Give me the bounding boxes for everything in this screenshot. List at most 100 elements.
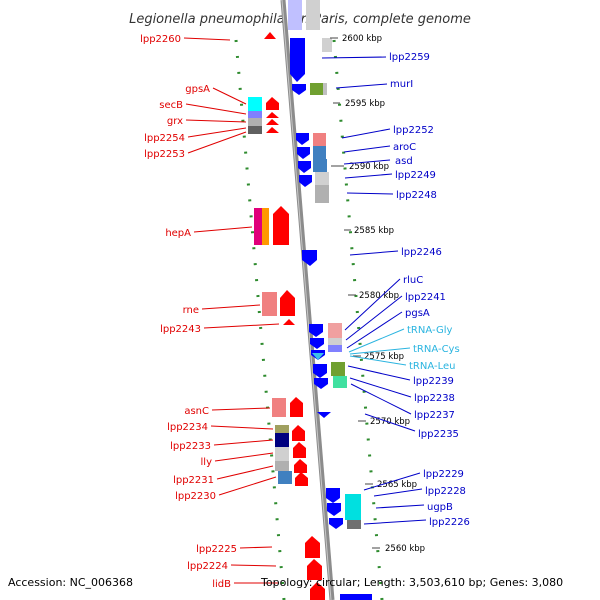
gene-label-lpp2239: lpp2239 <box>413 376 454 387</box>
gene-label-murI: murI <box>390 79 413 90</box>
gene-label-lpp2234: lpp2234 <box>167 422 208 433</box>
gene-top-block-3 <box>322 38 332 52</box>
right-strand-genes <box>288 0 372 600</box>
gene-label-lpp2248: lpp2248 <box>396 190 437 201</box>
gene-lpp2234 <box>275 425 289 433</box>
leader-line <box>373 488 423 497</box>
gene-arrow-12 <box>299 175 312 187</box>
leader-line <box>193 226 253 233</box>
gene-label-rluC: rluC <box>403 275 423 286</box>
gene-arrow-19 <box>327 503 341 516</box>
gene-lpp2248 <box>315 185 329 203</box>
gene-arrow-16 <box>313 364 327 378</box>
gene-trna-marker <box>312 353 324 360</box>
gene-label-lpp2260: lpp2260 <box>140 34 181 45</box>
gene-label-lpp2225: lpp2225 <box>196 544 237 555</box>
gene-hepA-part2 <box>262 208 269 245</box>
leader-line <box>347 365 411 381</box>
leader-line <box>343 159 391 165</box>
leader-line <box>349 355 407 366</box>
genome-backbone-highlight <box>281 0 332 600</box>
gene-murI <box>310 83 323 95</box>
gene-label-lpp2246: lpp2246 <box>401 247 442 258</box>
gene-lpp2226 <box>347 520 361 529</box>
gene-rne <box>262 292 277 316</box>
leader-line <box>187 131 247 154</box>
leader-line <box>343 145 391 153</box>
gene-lpp2239 <box>331 362 345 376</box>
gene-label-lidB: lidB <box>212 579 231 590</box>
left-strand-genes <box>248 32 325 600</box>
leader-line <box>211 407 271 411</box>
leader-line <box>212 87 247 105</box>
gene-lpp2231 <box>275 461 289 471</box>
gene-lpp2259b <box>292 84 306 95</box>
gene-label-lpp2231: lpp2231 <box>173 475 214 486</box>
gene-lpp2224 <box>307 559 322 580</box>
leader-line <box>346 192 394 195</box>
gene-rluC <box>328 323 342 338</box>
gene-top-block-2 <box>306 0 320 30</box>
gene-arrow-9 <box>296 133 309 145</box>
gene-label-lly: lly <box>201 457 213 468</box>
gene-arrow-2 <box>266 112 279 118</box>
leader-line <box>218 476 277 496</box>
gene-label-lpp2224: lpp2224 <box>187 561 228 572</box>
gene-label-lpp2241: lpp2241 <box>405 292 446 303</box>
gene-label-gpsA: gpsA <box>185 84 210 95</box>
leader-line <box>183 37 231 41</box>
gene-label-asd: asd <box>395 156 413 167</box>
gene-lpp2241 <box>328 338 342 345</box>
gene-arrow-4 <box>266 127 279 133</box>
gene-lpp2252 <box>313 133 326 146</box>
gene-label-grx: grx <box>167 116 183 127</box>
leader-line <box>341 128 391 139</box>
genome-info-text: Topology: circular; Length: 3,503,610 bp… <box>260 576 563 589</box>
leader-line <box>210 425 274 430</box>
gene-grx <box>248 118 262 126</box>
gene-arrow-3 <box>266 119 279 125</box>
gene-label-tRNA-Leu: tRNA-Leu <box>409 361 455 372</box>
gene-lpp2249 <box>315 172 329 185</box>
leader-line <box>216 465 274 480</box>
gene-label-lpp2243: lpp2243 <box>160 324 201 335</box>
kbp-label: 2590 kbp <box>349 162 389 172</box>
gene-gpsA <box>248 97 262 111</box>
leader-line <box>185 119 247 123</box>
gene-arrow-1 <box>266 97 279 110</box>
gene-lpp2254 <box>248 126 262 134</box>
gene-secB <box>248 111 262 118</box>
gene-label-ugpB: ugpB <box>427 502 453 513</box>
gene-arrow-14 <box>310 338 324 349</box>
accession-text: Accession: NC_006368 <box>8 576 133 589</box>
gene-label-pgsA: pgsA <box>405 308 430 319</box>
leader-line <box>350 383 412 415</box>
gene-lpp2230 <box>278 471 292 484</box>
gene-label-lpp2249: lpp2249 <box>395 170 436 181</box>
gene-label-secB: secB <box>159 100 183 111</box>
gene-label-lpp2235: lpp2235 <box>418 429 459 440</box>
gene-lpp2225 <box>305 536 320 558</box>
leader-line <box>335 83 388 89</box>
gene-lpp2238 <box>333 376 347 388</box>
gene-arrow-10 <box>297 147 310 159</box>
leader-line <box>321 56 387 59</box>
kbp-label: 2560 kbp <box>385 544 425 554</box>
leader-line <box>345 295 403 341</box>
gene-asnC-arrow <box>290 397 303 417</box>
gene-label-lpp2252: lpp2252 <box>393 125 434 136</box>
gene-lpp2259 <box>290 38 305 82</box>
gene-arrow-18 <box>326 488 340 503</box>
gene-arrow-8 <box>295 472 308 486</box>
right-gene-labels: lpp2259 murI lpp2252 aroC asd lpp2249 lp… <box>321 52 470 528</box>
gene-label-lpp2228: lpp2228 <box>425 486 466 497</box>
gene-arrow-6 <box>293 442 306 458</box>
gene-hepA-arrow <box>273 206 289 245</box>
leader-line <box>203 323 280 329</box>
gene-arrow-5 <box>292 425 305 441</box>
gene-label-lpp2229: lpp2229 <box>423 469 464 480</box>
gene-label-asnC: asnC <box>184 406 209 417</box>
gene-label-tRNA-Gly: tRNA-Gly <box>407 325 452 336</box>
leader-line <box>349 377 412 398</box>
gene-hepA-part1 <box>254 208 262 245</box>
